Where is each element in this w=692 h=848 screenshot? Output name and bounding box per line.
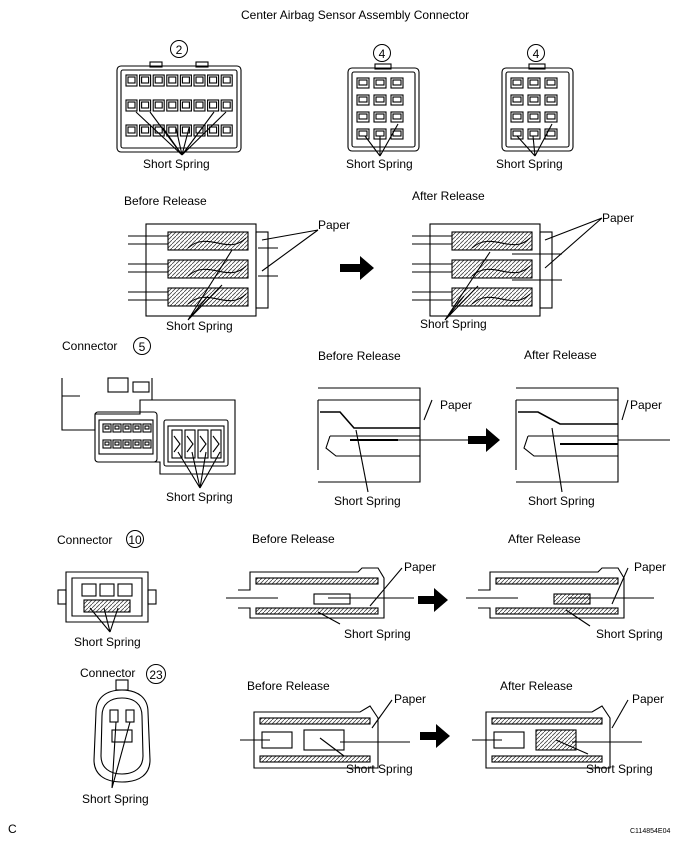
connector-4b-drawing: [501, 63, 574, 152]
short-spring-label-6: Short Spring: [166, 490, 233, 504]
connector-23-label: Connector: [80, 666, 136, 680]
short-spring-leaders-top: [135, 111, 553, 157]
short-spring-label-2: Short Spring: [346, 157, 413, 171]
short-spring-label-7: Short Spring: [334, 494, 401, 508]
before-release-10-drawing: [226, 567, 414, 619]
connector-5-drawing: [61, 377, 236, 475]
before-release-label-2: Before Release: [318, 349, 401, 363]
connector-number-2: 2: [170, 40, 188, 58]
page-letter: C: [8, 822, 17, 836]
before-release-23-drawing: [240, 705, 410, 769]
paper-label-5: Paper: [404, 560, 437, 574]
connector-number-4b: 4: [527, 44, 545, 62]
connector-10-label: Connector: [57, 533, 113, 547]
figure-code: C114854E04: [630, 828, 671, 835]
after-release-label-2: After Release: [524, 348, 597, 362]
connector-number-10: 10: [126, 530, 144, 548]
paper-label-7: Paper: [394, 692, 427, 706]
after-release-label-3: After Release: [508, 532, 581, 546]
diagram-title: Center Airbag Sensor Assembly Connector: [241, 8, 470, 22]
short-spring-label-1: Short Spring: [143, 157, 210, 171]
before-release-label-3: Before Release: [252, 532, 335, 546]
paper-label-6: Paper: [634, 560, 667, 574]
short-spring-label-11: Short Spring: [74, 635, 141, 649]
paper-label-4: Paper: [630, 398, 663, 412]
short-spring-label-3: Short Spring: [496, 157, 563, 171]
arrows: [340, 256, 500, 748]
short-spring-label-12: Short Spring: [346, 762, 413, 776]
after-release-5-drawing: [515, 387, 670, 493]
before-release-label-4: Before Release: [247, 679, 330, 693]
short-spring-label-5: Short Spring: [420, 317, 487, 331]
short-spring-label-14: Short Spring: [82, 792, 149, 806]
connector-23-drawing: [93, 679, 151, 783]
short-spring-label-13: Short Spring: [586, 762, 653, 776]
paper-label-1: Paper: [318, 218, 351, 232]
after-release-23-drawing: [472, 705, 642, 769]
after-release-label-4: After Release: [500, 679, 573, 693]
paper-label-2: Paper: [602, 211, 635, 225]
after-release-10-drawing: [466, 567, 654, 619]
after-release-cross-section-1: [412, 223, 562, 317]
connector-5-label: Connector: [62, 339, 118, 353]
before-release-5-drawing: [317, 387, 474, 493]
connector-10-drawing: [57, 571, 157, 623]
short-spring-label-9: Short Spring: [344, 627, 411, 641]
before-release-label-1: Before Release: [124, 194, 207, 208]
short-spring-label-8: Short Spring: [528, 494, 595, 508]
short-spring-label-10: Short Spring: [596, 627, 663, 641]
connector-4a-drawing: [347, 63, 420, 152]
paper-label-8: Paper: [632, 692, 665, 706]
connector-number-23: 23: [146, 664, 166, 684]
paper-label-3: Paper: [440, 398, 473, 412]
connector-number-5: 5: [133, 337, 151, 355]
after-release-label-1: After Release: [412, 189, 485, 203]
connector-number-4a: 4: [373, 44, 391, 62]
short-spring-label-4: Short Spring: [166, 319, 233, 333]
